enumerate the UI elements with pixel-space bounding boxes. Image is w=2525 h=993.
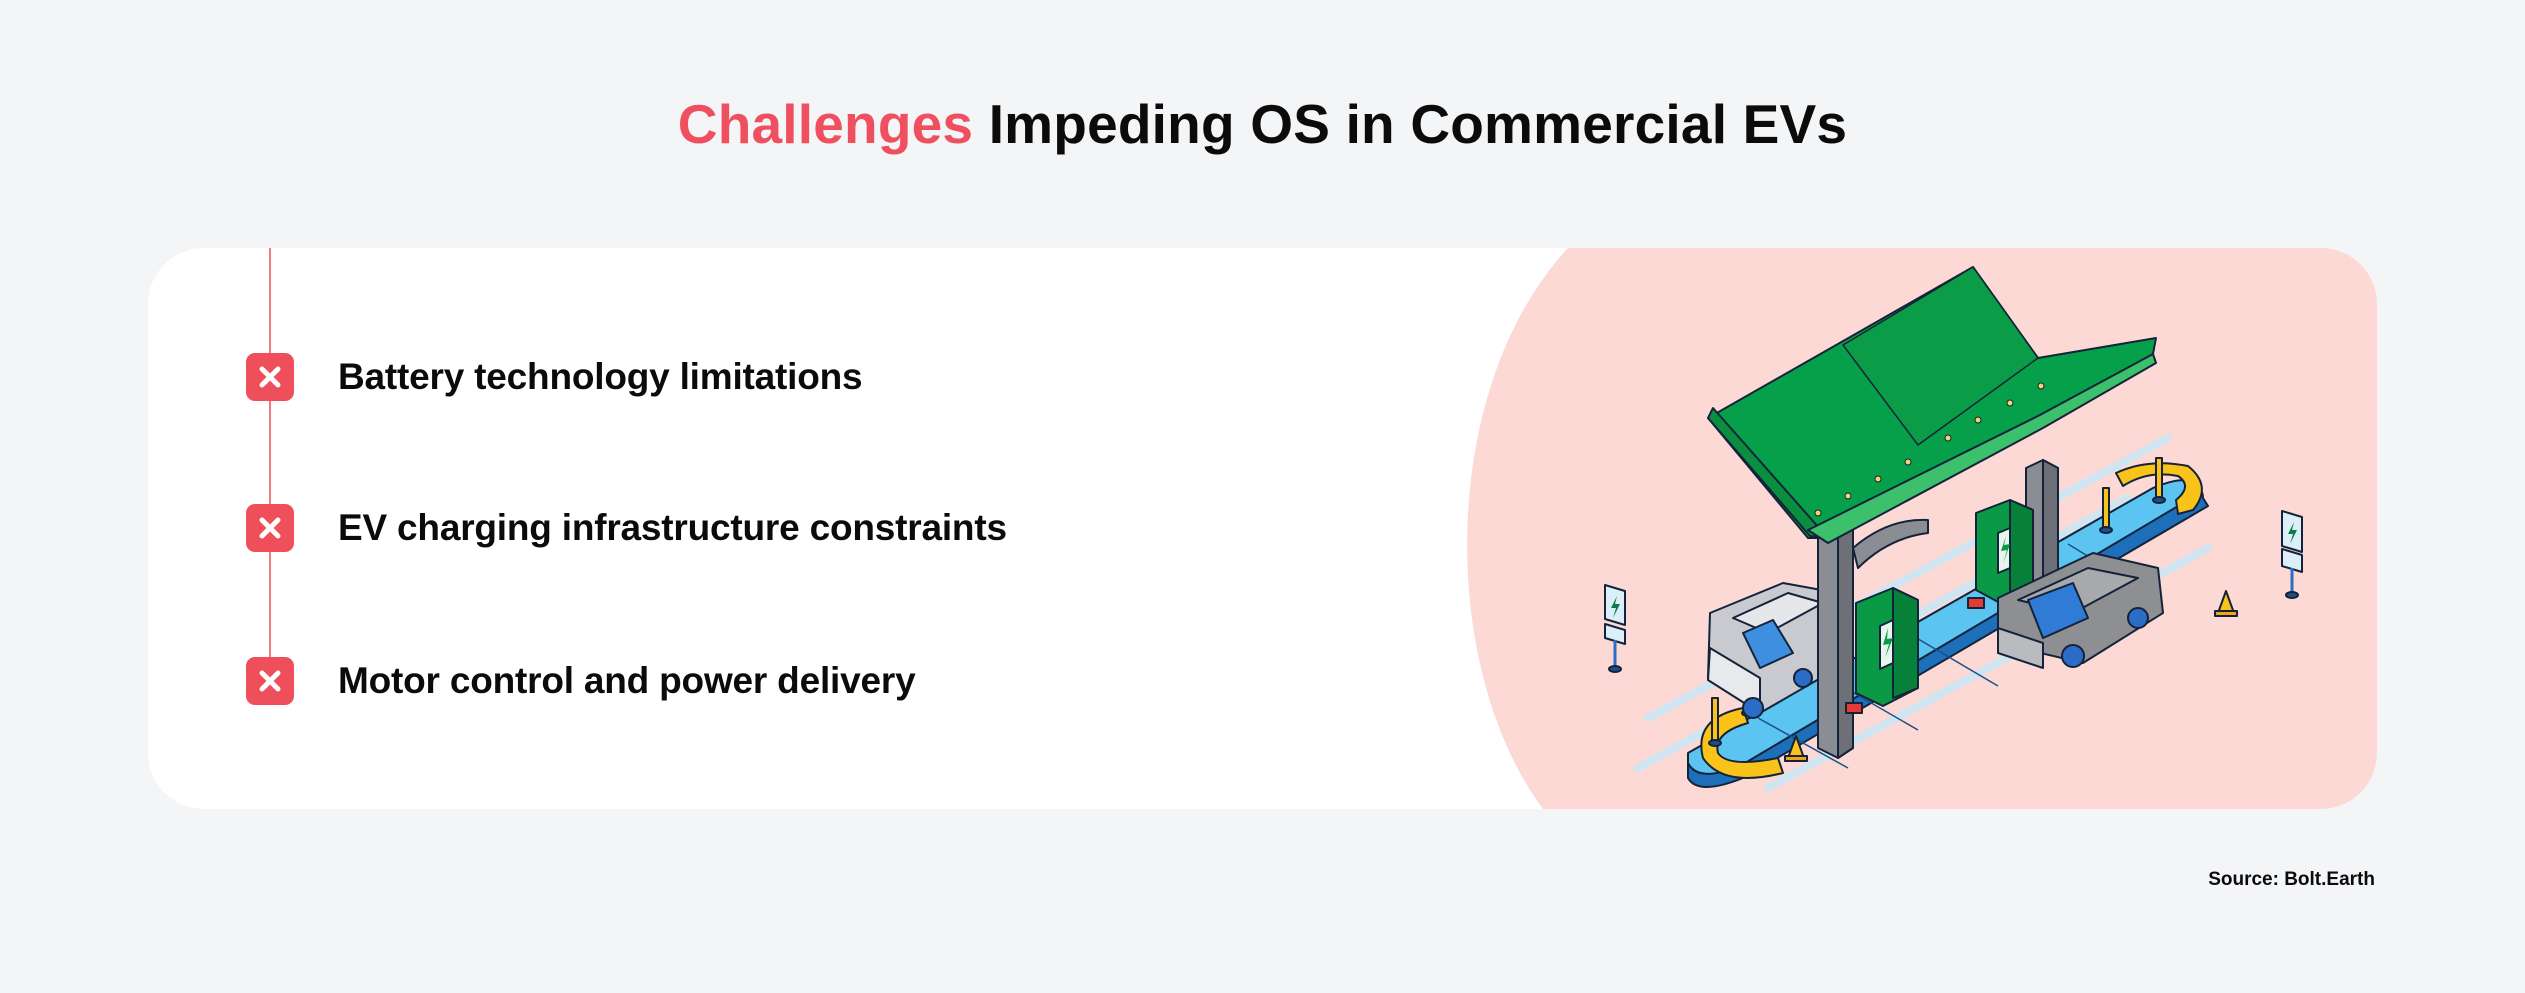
ev-charger-icon [1845,587,1919,714]
car-icon [1707,582,1839,719]
charging-station-illustration [1604,266,2303,792]
challenge-label: Battery technology limitations [338,356,863,397]
x-mark-icon [246,504,294,552]
x-mark-icon [246,353,294,401]
car-icon [1997,552,2164,669]
challenge-label: EV charging infrastructure constraints [338,507,1007,548]
challenge-item: Battery technology limitations [246,353,863,401]
challenge-item: Motor control and power delivery [246,657,916,705]
traffic-cone-icon [2214,590,2238,617]
page-title: Challenges Impeding OS in Commercial EVs [0,92,2525,156]
ev-sign-icon [1604,584,1626,673]
challenge-item: EV charging infrastructure constraints [246,504,1007,552]
x-mark-icon [246,657,294,705]
ev-sign-icon [2281,510,2303,599]
traffic-cone-icon [1784,735,1808,762]
challenge-label: Motor control and power delivery [338,660,916,701]
ev-charger-icon [1967,499,2034,609]
timeline-line [269,248,271,658]
challenges-card: Battery technology limitations EV chargi… [148,248,2377,809]
title-accent: Challenges [677,93,974,155]
title-rest: Impeding OS in Commercial EVs [973,93,1848,155]
source-credit: Source: Bolt.Earth [2208,869,2375,890]
charging-canopy [1707,266,2157,544]
